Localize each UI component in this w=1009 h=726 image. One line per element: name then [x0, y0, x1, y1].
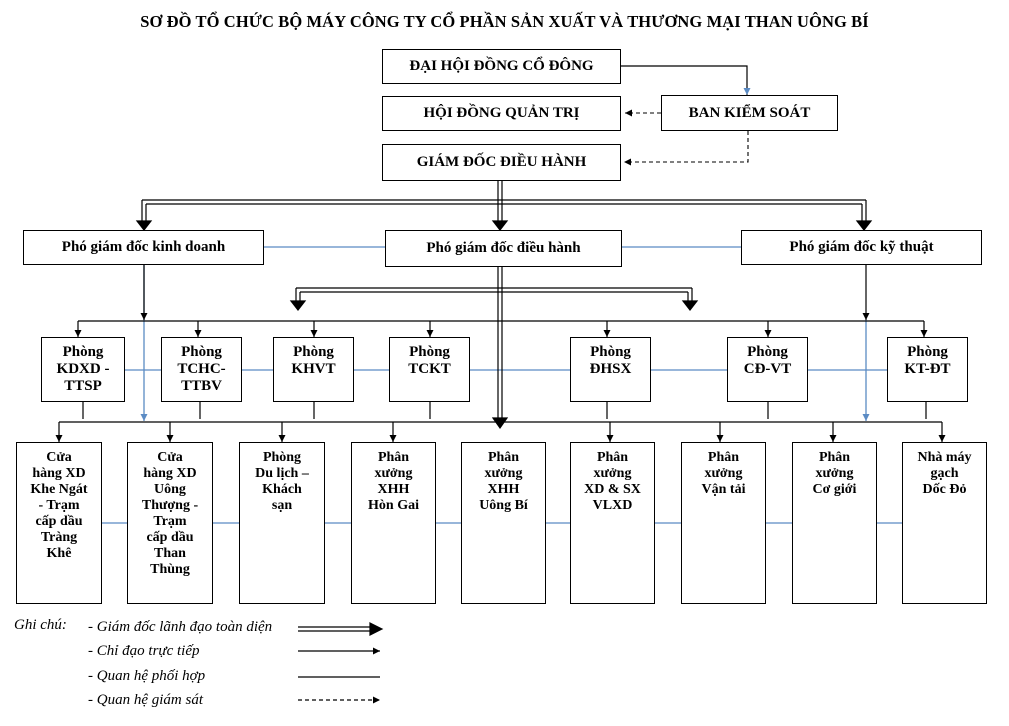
legend-samples [298, 622, 384, 704]
diagram-title: SƠ ĐỒ TỔ CHỨC BỘ MÁY CÔNG TY CỔ PHẦN SẢN… [140, 12, 869, 31]
box-ban-kiem-soat: BAN KIỂM SOÁT [661, 95, 838, 131]
box-pho-giam-doc-dieu-hanh: Phó giám đốc điều hành [385, 230, 622, 267]
legend-item-supervision: - Quan hệ giám sát [88, 692, 203, 708]
box-hoi-dong-quan-tri: HỘI ĐỒNG QUẢN TRỊ [382, 96, 621, 131]
supervision-lines [624, 109, 749, 166]
coordination-lines [102, 246, 902, 524]
legend-item-comprehensive-leadership: - Giám đốc lãnh đạo toàn diện [88, 619, 273, 635]
box-pho-giam-doc-ky-thuat: Phó giám đốc kỹ thuật [741, 230, 982, 265]
legend-heading: Ghi chú: [14, 617, 67, 633]
legend-item-coordination: - Quan hệ phối hợp [88, 668, 206, 684]
leadership-lines [135, 181, 873, 430]
box-pho-giam-doc-kinh-doanh: Phó giám đốc kinh doanh [23, 230, 264, 265]
box-dai-hoi-dong-co-dong: ĐẠI HỘI ĐỒNG CỔ ĐÔNG [382, 49, 621, 84]
box-giam-doc-dieu-hanh: GIÁM ĐỐC ĐIỀU HÀNH [382, 144, 621, 181]
legend-item-direct-direction: - Chỉ đạo trực tiếp [88, 643, 200, 659]
